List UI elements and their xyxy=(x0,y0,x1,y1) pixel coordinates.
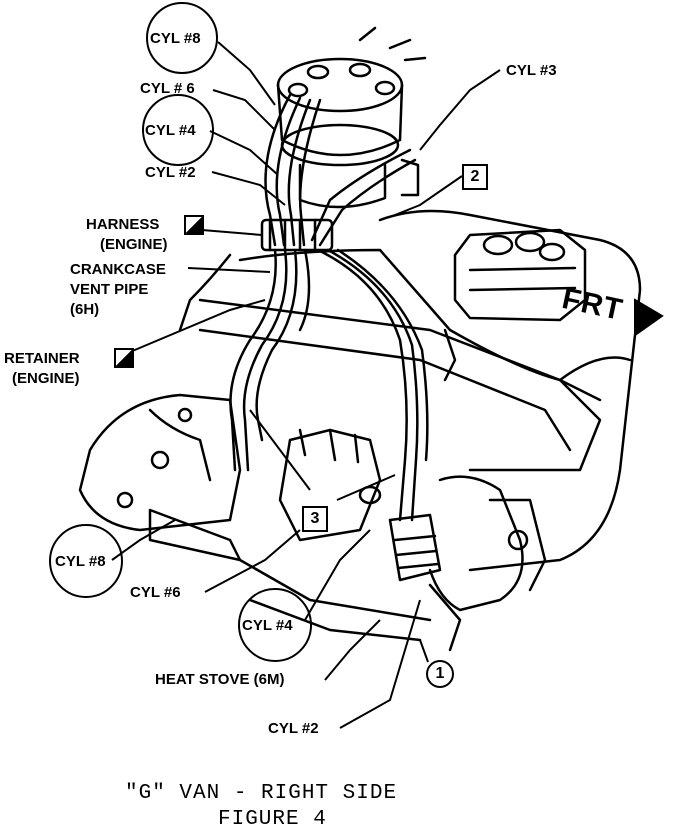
callout-circle-1: 1 xyxy=(426,660,454,688)
label-heat-stove: HEAT STOVE (6M) xyxy=(155,671,285,688)
label-cyl6-top: CYL # 6 xyxy=(140,80,195,97)
label-cyl3: CYL #3 xyxy=(506,62,557,79)
label-circles xyxy=(49,2,312,662)
label-harness-engine: (ENGINE) xyxy=(100,236,168,253)
callout-box-3: 3 xyxy=(302,506,328,532)
label-cyl2-bottom: CYL #2 xyxy=(268,720,319,737)
harness-symbol-icon xyxy=(184,215,204,235)
carburetor xyxy=(453,228,587,322)
leader-lines xyxy=(111,41,501,729)
label-cyl8-top: CYL #8 xyxy=(150,30,201,47)
label-vent-pipe: VENT PIPE xyxy=(70,281,149,298)
label-cyl4-top: CYL #4 xyxy=(145,122,196,139)
label-crankcase: CRANKCASE xyxy=(70,261,166,278)
frt-arrow-icon xyxy=(634,298,664,337)
caption-title: "G" VAN - RIGHT SIDE xyxy=(125,782,398,805)
callout-box-2: 2 xyxy=(462,164,488,190)
spark-plug-wires xyxy=(229,93,429,522)
spark-plug-bosses xyxy=(278,428,442,582)
label-vent-pipe-code: (6H) xyxy=(70,301,100,318)
exhaust-manifold xyxy=(78,393,242,562)
heat-stove xyxy=(428,475,547,652)
engine-block xyxy=(178,209,642,572)
caption-figure: FIGURE 4 xyxy=(218,808,327,831)
label-cyl4-bottom: CYL #4 xyxy=(242,617,293,634)
label-retainer-engine: (ENGINE) xyxy=(12,370,80,387)
retainer-symbol-icon xyxy=(114,348,134,368)
label-cyl8-bottom: CYL #8 xyxy=(55,553,106,570)
label-cyl2-top: CYL #2 xyxy=(145,164,196,181)
label-harness: HARNESS xyxy=(86,216,160,233)
label-cyl6-bottom: CYL #6 xyxy=(130,584,181,601)
label-retainer: RETAINER xyxy=(4,350,80,367)
